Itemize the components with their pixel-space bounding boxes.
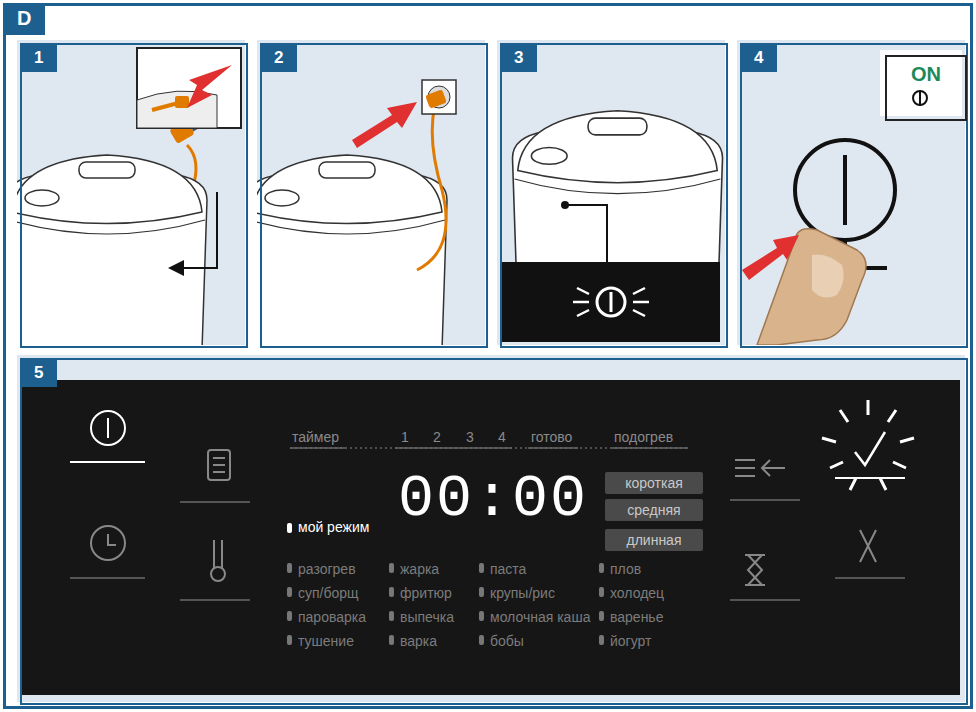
mode-label: фритюр (400, 586, 452, 601)
mode-label: варенье (610, 610, 663, 625)
outer-frame: D1234ON5короткаясредняядлинная (3, 3, 973, 709)
mode-length-button: средняя (605, 499, 703, 521)
mode-label: паста (490, 562, 526, 577)
mode-label: жарка (400, 562, 439, 577)
mode-length-button: длинная (605, 529, 703, 551)
on-label: ON (887, 63, 965, 86)
step-number: 3 (502, 45, 537, 72)
mode-label: мой режим (298, 520, 369, 535)
step-panel: 1 (20, 43, 248, 348)
timeline-label: 4 (498, 430, 506, 445)
mode-label: бобы (490, 634, 524, 649)
button-label: короткая (605, 475, 703, 491)
mode-label: крупы/рис (490, 586, 555, 601)
on-label-box: ON (885, 55, 967, 121)
button-label: средняя (605, 502, 703, 518)
mode-label: тушение (298, 634, 354, 649)
step-panel: 2 (260, 43, 488, 348)
timeline-label: подогрев (614, 430, 673, 445)
timeline-label: 1 (401, 430, 409, 445)
mode-label: разогрев (298, 562, 356, 577)
mode-length-button: короткая (605, 472, 703, 494)
timeline-label: 3 (466, 430, 474, 445)
mode-label: холодец (610, 586, 664, 601)
mode-label: варка (400, 634, 437, 649)
mode-label: пароварка (298, 610, 366, 625)
step-number: 5 (22, 360, 57, 387)
button-label: длинная (605, 532, 703, 548)
timeline-label: 2 (433, 430, 441, 445)
time-display: 00:00 (398, 466, 588, 532)
step-panel: 3 (500, 43, 728, 348)
step-panel: 4ON (740, 43, 968, 348)
mode-label: выпечка (400, 610, 454, 625)
step-number: 1 (22, 45, 57, 72)
timeline-label: готово (531, 430, 572, 445)
step-number: 4 (742, 45, 777, 72)
timeline-label: таймер (292, 430, 339, 445)
mode-label: суп/борщ (298, 586, 359, 601)
mode-label: молочная каша (490, 610, 590, 625)
mode-label: плов (610, 562, 641, 577)
mode-label: йогурт (610, 634, 651, 649)
step-number: 2 (262, 45, 297, 72)
step-number: D (3, 3, 45, 35)
